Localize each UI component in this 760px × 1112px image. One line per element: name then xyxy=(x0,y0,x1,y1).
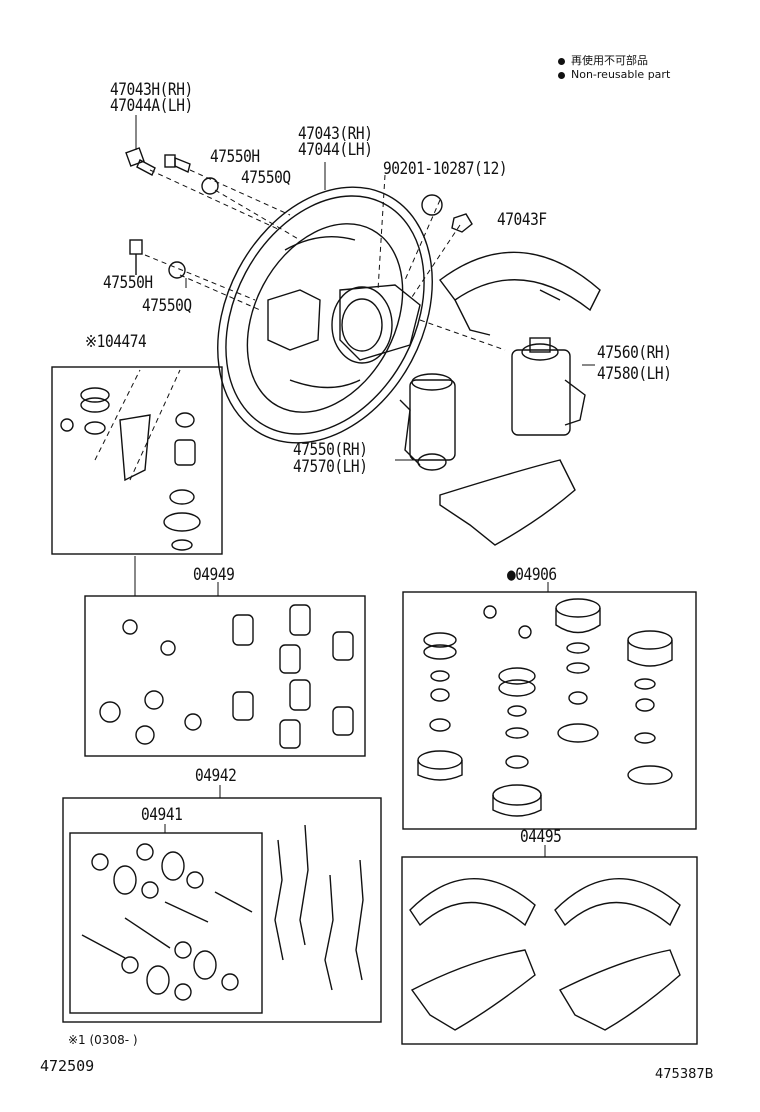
label-kit-04495: 04495 xyxy=(520,827,562,847)
cap-47550q-mid xyxy=(168,261,186,279)
kit-04949-box xyxy=(84,595,366,757)
bullet-icon xyxy=(558,71,565,79)
label-cap-top: 47550Q xyxy=(241,168,291,188)
kit-04474-box xyxy=(51,366,223,555)
kit-04474-parts xyxy=(60,387,201,551)
bleeder-47550h-mid xyxy=(129,239,143,275)
bullet-icon xyxy=(558,57,565,65)
label-kit-04941: 04941 xyxy=(141,805,183,825)
kit-04941-parts xyxy=(81,843,253,1001)
kit-04495-box xyxy=(401,856,698,1045)
cap-47550q-top xyxy=(201,177,219,195)
kit-04906-parts xyxy=(417,598,673,817)
label-bolt-lh: 47044A(LH) xyxy=(110,96,193,116)
legend-line-1: 再使用不可部品 xyxy=(558,52,648,68)
kit-04941-box xyxy=(69,832,263,1014)
kit-04942-springs xyxy=(274,824,364,991)
label-bleeder-mid: 47550H xyxy=(103,273,153,293)
footer-code-right: 475387B xyxy=(655,1067,714,1082)
label-plate-lh: 47044(LH) xyxy=(298,140,373,160)
label-bolt-rh: 47043H(RH) xyxy=(110,80,193,100)
lower-shoe xyxy=(439,459,576,546)
label-nut: 47043F xyxy=(497,210,547,230)
label-bleeder-top: 47550H xyxy=(210,147,260,167)
label-plate-rh: 47043(RH) xyxy=(298,124,373,144)
kit-04942-box xyxy=(62,797,382,1023)
label-cyl-front-rh: 47560(RH) xyxy=(597,343,672,363)
leader-lines xyxy=(94,169,506,481)
label-nut-ref: 90201-10287(12) xyxy=(383,159,508,179)
bleeder-47550h-top xyxy=(164,154,191,173)
backing-plate xyxy=(217,186,433,444)
label-kit-04906: ●04906 xyxy=(507,565,557,585)
bolt-47043h xyxy=(125,147,156,176)
label-kit-04942: 04942 xyxy=(195,766,237,786)
label-cyl-front-lh: 47580(LH) xyxy=(597,364,672,384)
label-cyl-rear-lh: 47570(LH) xyxy=(293,457,368,477)
wheel-cylinder-47550 xyxy=(399,373,456,471)
label-kit-04474: ※104474 xyxy=(85,332,147,352)
label-kit-04949: 04949 xyxy=(193,565,235,585)
footer-note: ※1 (0308- ) xyxy=(68,1033,138,1047)
label-cyl-rear-rh: 47550(RH) xyxy=(293,440,368,460)
kit-04495-shoes xyxy=(409,878,681,1031)
upper-shoe xyxy=(439,251,601,312)
kit-04906-box xyxy=(402,591,697,830)
label-cap-mid: 47550Q xyxy=(142,296,192,316)
footer-code-left: 472509 xyxy=(40,1057,95,1075)
nut-47043f xyxy=(451,213,473,233)
cap-90201 xyxy=(421,194,443,216)
wheel-cylinder-47560 xyxy=(511,337,586,436)
legend-line-2: Non-reusable part xyxy=(558,68,670,81)
kit-04949-parts xyxy=(99,604,354,749)
